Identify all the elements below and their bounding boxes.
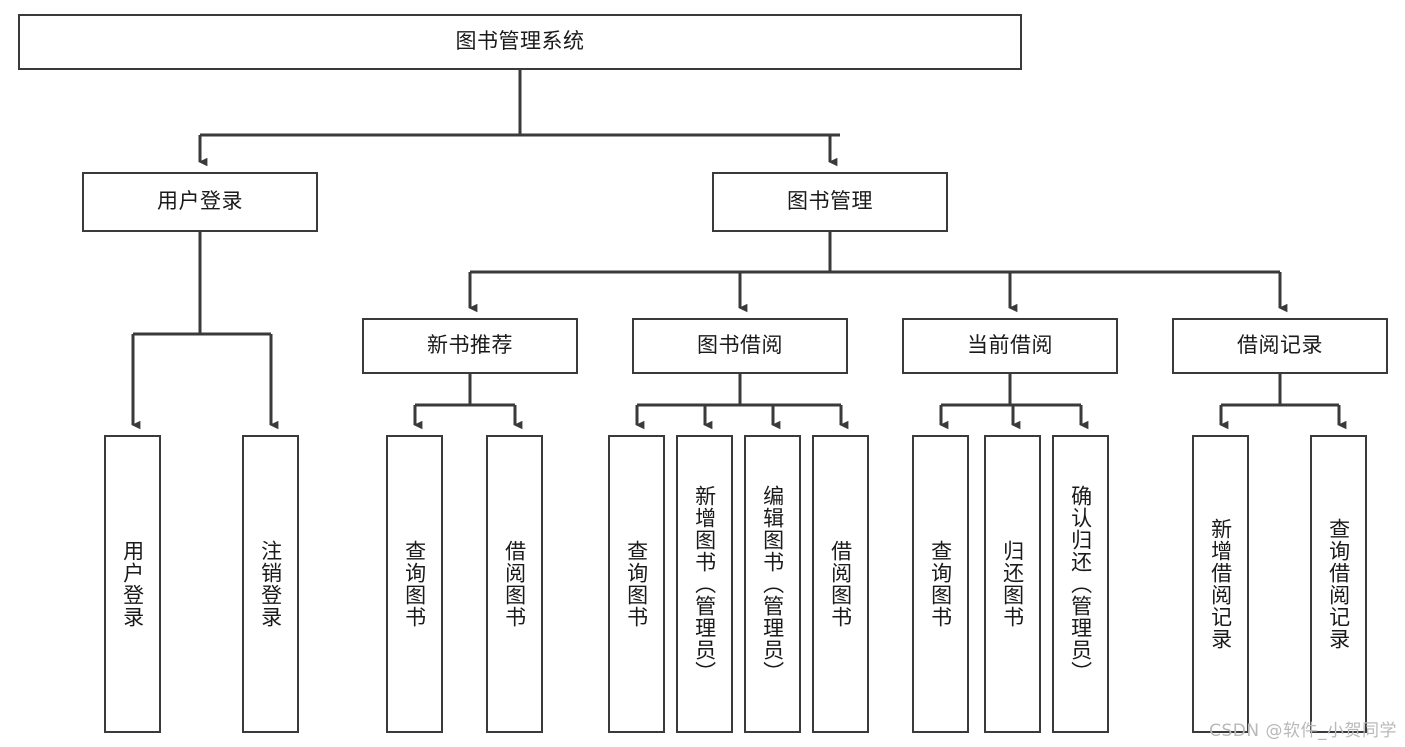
leaf-return-book[interactable]: 归还图书 <box>984 435 1041 733</box>
leaf-label: 借阅图书 <box>502 540 527 628</box>
leaf-label: 查询图书 <box>928 540 953 628</box>
node-borrow-record[interactable]: 借阅记录 <box>1172 318 1388 374</box>
node-book-manage[interactable]: 图书管理 <box>712 172 948 232</box>
leaf-label: 新增图书（管理员） <box>692 485 717 683</box>
leaf-query-book-borrow[interactable]: 查询图书 <box>608 435 665 733</box>
leaf-label: 查询图书 <box>624 540 649 628</box>
leaf-label: 查询借阅记录 <box>1326 518 1351 650</box>
leaf-confirm-return-admin[interactable]: 确认归还（管理员） <box>1052 435 1109 733</box>
leaf-label: 归还图书 <box>1000 540 1025 628</box>
leaf-label: 确认归还（管理员） <box>1068 485 1093 683</box>
leaf-query-book-recommend[interactable]: 查询图书 <box>386 435 443 733</box>
leaf-edit-book-admin[interactable]: 编辑图书（管理员） <box>744 435 801 733</box>
leaf-label: 借阅图书 <box>828 540 853 628</box>
node-current-borrow[interactable]: 当前借阅 <box>902 318 1118 374</box>
leaf-user-login[interactable]: 用户登录 <box>104 435 161 733</box>
leaf-label: 编辑图书（管理员） <box>760 485 785 683</box>
leaf-borrow-book[interactable]: 借阅图书 <box>812 435 869 733</box>
leaf-label: 注销登录 <box>258 540 283 628</box>
node-book-borrow[interactable]: 图书借阅 <box>632 318 848 374</box>
leaf-add-book-admin[interactable]: 新增图书（管理员） <box>676 435 733 733</box>
leaf-add-borrow-record[interactable]: 新增借阅记录 <box>1192 435 1249 733</box>
leaf-logout-login[interactable]: 注销登录 <box>242 435 299 733</box>
leaf-query-borrow-record[interactable]: 查询借阅记录 <box>1310 435 1367 733</box>
node-new-book-recommend[interactable]: 新书推荐 <box>362 318 578 374</box>
leaf-label: 新增借阅记录 <box>1208 518 1233 650</box>
leaf-query-book-current[interactable]: 查询图书 <box>912 435 969 733</box>
watermark-text: CSDN @软件_小贺同学 <box>1209 721 1397 741</box>
leaf-borrow-book-recommend[interactable]: 借阅图书 <box>486 435 543 733</box>
leaf-label: 查询图书 <box>402 540 427 628</box>
leaf-label: 用户登录 <box>120 540 145 628</box>
node-user-login[interactable]: 用户登录 <box>82 172 318 232</box>
node-root-system[interactable]: 图书管理系统 <box>18 14 1022 70</box>
